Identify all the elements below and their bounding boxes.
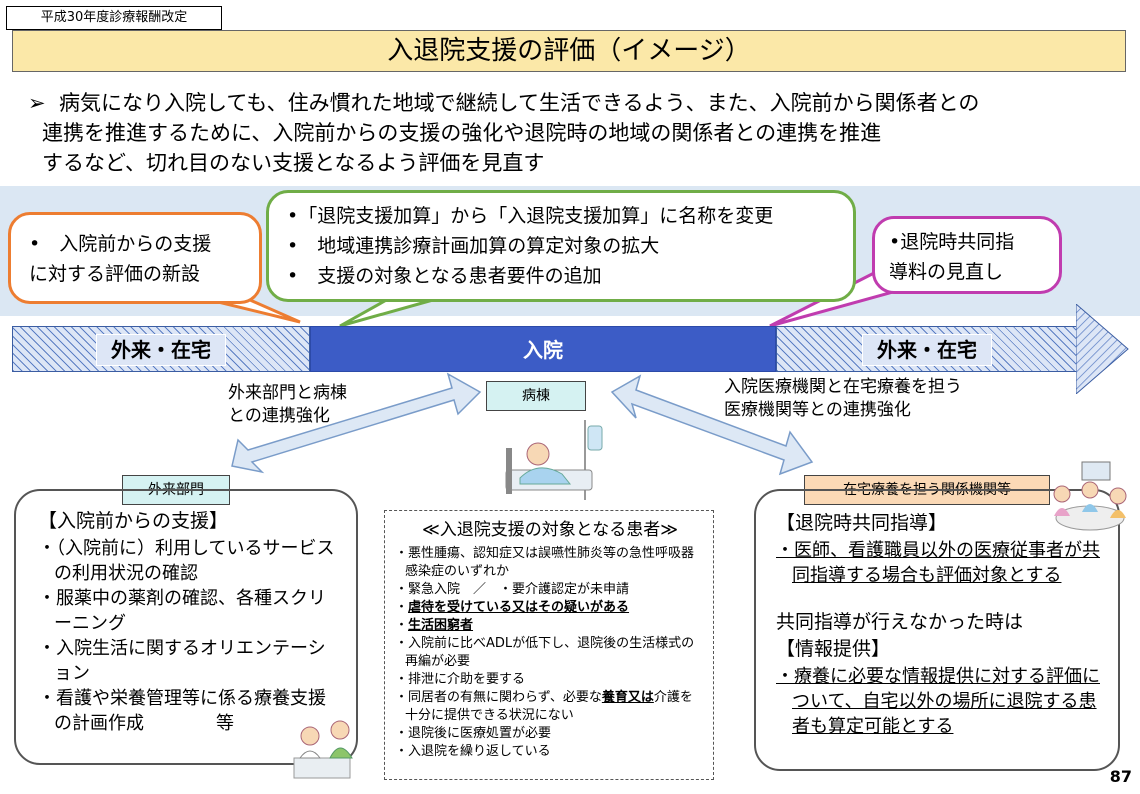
arrow-outpatient-ward bbox=[231, 372, 482, 474]
list-item: ・入退院を繰り返している bbox=[395, 744, 551, 759]
list-item: ・緊急入院 ／ ・要介護認定が未申請 bbox=[395, 582, 630, 597]
info-provision-heading: 【情報提供】 bbox=[776, 638, 891, 660]
list-item: ・入院前に比べADLが低下し、退院後の生活様式の再編が必要 bbox=[395, 636, 695, 669]
list-item: ・看護や栄養管理等に係る療養支援の計画作成 等 bbox=[38, 688, 326, 734]
list-item: ・同居者の有無に関わらず、必要な養育又は介護を十分に提供できる状況にない bbox=[395, 690, 693, 723]
intro-line-1: ➢ 病気になり入院しても、住み慣れた地域で継続して生活できるよう、また、入院前か… bbox=[28, 91, 980, 115]
stage-outpatient-home-right: 外来・在宅 bbox=[776, 326, 1078, 372]
intro-line-3: するなど、切れ目のない支援となるよう評価を見直す bbox=[42, 151, 545, 175]
ward-label: 病棟 bbox=[486, 381, 586, 411]
intro-line-2: 連携を推進するために、入院前からの支援の強化や退院時の地域の関係者との連携を推進 bbox=[42, 121, 882, 145]
patient-in-bed-illustration bbox=[505, 420, 603, 500]
page-title: 入退院支援の評価（イメージ） bbox=[12, 30, 1126, 72]
stage-outpatient-home-left: 外来・在宅 bbox=[12, 326, 310, 372]
callout-discharge-guidance: •退院時共同指 導料の見直し bbox=[872, 216, 1062, 294]
nurse-consultation-illustration bbox=[293, 720, 353, 779]
caption-outpatient-ward: 外来部門と病棟 との連携強化 bbox=[228, 383, 347, 426]
revision-tag: 平成30年度診療報酬改定 bbox=[6, 6, 222, 30]
list-item: ・入院生活に関するオリエンテーション bbox=[38, 638, 326, 684]
list-item: ・虐待を受けている又はその疑いがある bbox=[395, 600, 630, 615]
callout-new-preadmission: • 入院前からの支援 に対する評価の新設 bbox=[8, 212, 262, 304]
list-item: ・生活困窮者 bbox=[395, 618, 474, 633]
target-patients-heading: ≪入退院支援の対象となる患者≫ bbox=[421, 520, 679, 540]
preadmission-heading: 【入院前からの支援】 bbox=[38, 510, 229, 532]
page-number: 87 bbox=[1109, 767, 1132, 786]
preadmission-support-panel: 【入院前からの支援】 ・（入院前に）利用しているサービスの利用状況の確認 ・服薬… bbox=[14, 489, 358, 765]
stage-inpatient: 入院 bbox=[310, 326, 776, 372]
list-item: ・悪性腫瘍、認知症又は誤嚥性肺炎等の急性呼吸器感染症のいずれか bbox=[395, 546, 695, 579]
intro-text: ➢ 病気になり入院しても、住み慣れた地域で継続して生活できるよう、また、入院前か… bbox=[28, 88, 1128, 178]
arrow-ward-homecare bbox=[610, 374, 814, 476]
joint-guidance-item: ・医師、看護職員以外の医療従事者が共同指導する場合も評価対象とする bbox=[776, 540, 1100, 586]
joint-guidance-heading: 【退院時共同指導】 bbox=[776, 512, 948, 534]
caption-hospital-homecare: 入院医療機関と在宅療養を担う 医療機関等との連携強化 bbox=[724, 377, 962, 420]
list-item: ・排泄に介助を要する bbox=[395, 672, 526, 687]
list-item: ・（入院前に）利用しているサービスの利用状況の確認 bbox=[38, 538, 335, 584]
info-provision-item: ・療養に必要な情報提供に対する評価について、自宅以外の場所に退院する患者も算定可… bbox=[776, 666, 1100, 737]
list-item: ・退院後に医療処置が必要 bbox=[395, 726, 552, 741]
list-item: ・服薬中の薬剤の確認、各種スクリーニング bbox=[38, 588, 326, 634]
discharge-guidance-panel: 【退院時共同指導】 ・医師、看護職員以外の医療従事者が共同指導する場合も評価対象… bbox=[754, 489, 1120, 771]
callout-admission-changes: •「退院支援加算」から「入退院支援加算」に名称を変更 • 地域連携診療計画加算の… bbox=[266, 190, 856, 302]
team-meeting-illustration bbox=[1053, 461, 1127, 531]
intro-bullet: ➢ bbox=[28, 91, 46, 115]
fallback-note: 共同指導が行えなかった時は bbox=[776, 611, 1024, 633]
target-patients-box: ≪入退院支援の対象となる患者≫ ・悪性腫瘍、認知症又は誤嚥性肺炎等の急性呼吸器感… bbox=[384, 510, 714, 780]
process-arrow-head bbox=[1076, 304, 1129, 394]
